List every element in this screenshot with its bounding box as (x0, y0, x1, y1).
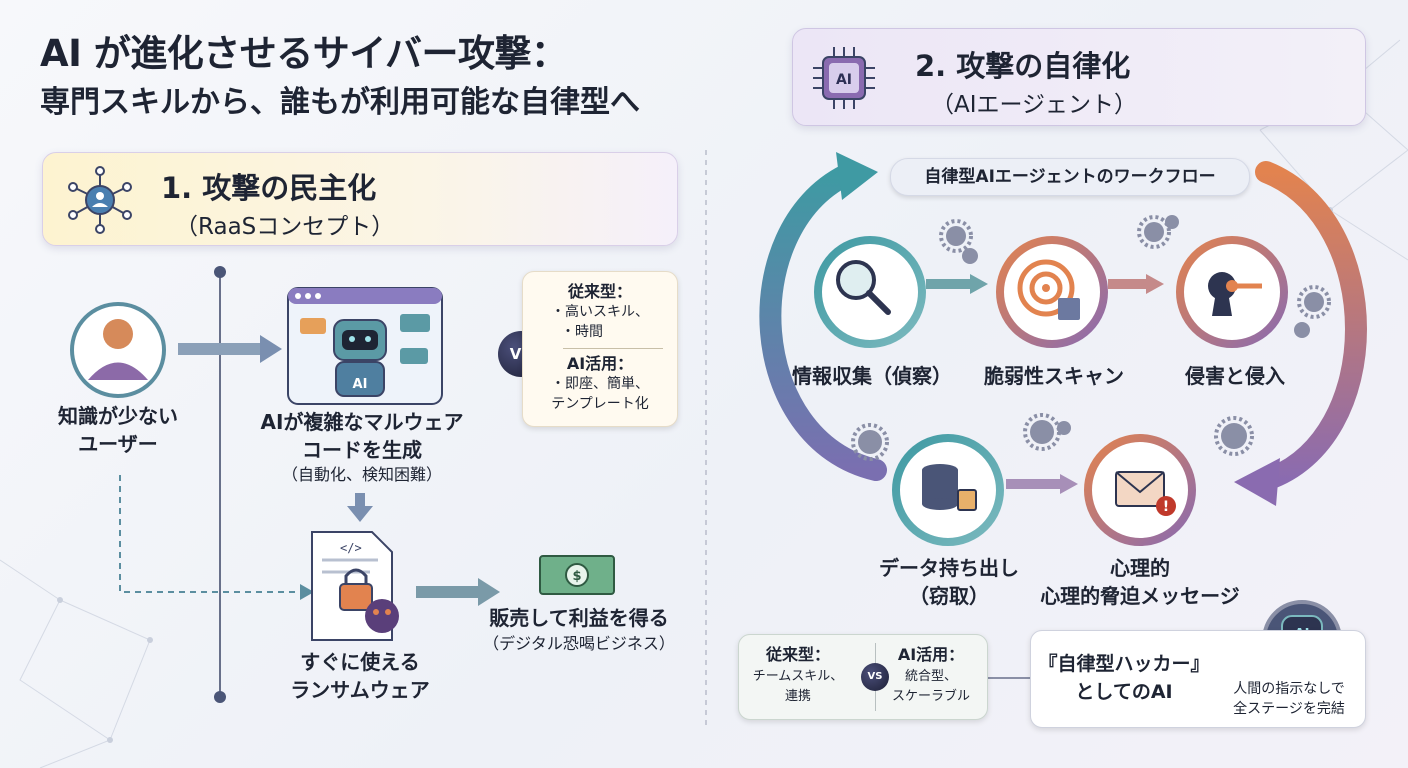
section1-subtitle: （RaaSコンセプト） (175, 214, 395, 240)
step-intrusion-label: 侵害と侵入 (1185, 364, 1285, 388)
compare-divider (563, 348, 663, 349)
ai-label-line2: コードを生成 (302, 438, 422, 462)
ransom-label-line1: すぐに使える (300, 650, 420, 674)
workflow-label: 自律型AIエージェントのワークフロー (890, 158, 1250, 196)
ransom-label-line2: ランサムウェア (290, 678, 430, 702)
vs-badge-agent: VS (861, 663, 889, 691)
recon-magnifier-icon (814, 236, 926, 348)
agent-new-title: AI活用： (897, 645, 965, 664)
hacker-note-1: 人間の指示なしで (1233, 681, 1345, 697)
robot-ai-badge: AI (353, 377, 368, 392)
ai-chip-icon: AI (813, 47, 875, 109)
agent-new-1: 統合型、 (904, 669, 957, 684)
section2-subtitle: （AIエージェント） (931, 92, 1138, 118)
step-recon-label: 情報収集（偵察） (792, 364, 952, 388)
hacker-note-2: 全ステージを完結 (1233, 701, 1345, 717)
raas-diagram-graphics: AI </> $ (70, 266, 615, 703)
step-exfil-label-1: データ持ち出し (879, 556, 1019, 580)
ai-robot-window-icon (287, 287, 443, 405)
svg-text:$: $ (572, 569, 581, 584)
step-psych-label-2: 心理的脅迫メッセージ (1040, 584, 1240, 608)
raas-new-1: ・即座、簡単、 (551, 376, 649, 392)
user-avatar-icon (70, 302, 166, 398)
ransomware-document-icon (311, 531, 399, 641)
intrusion-keyhole-icon (1176, 236, 1288, 348)
section1-header: 1. 攻撃の民主化 （RaaSコンセプト） (42, 152, 678, 246)
hacker-title-1: 『自律型ハッカー』 (1038, 653, 1210, 675)
step-psych-label-1: 心理的 (1110, 556, 1170, 580)
ai-label-note: （自動化、検知困難） (281, 465, 442, 484)
sell-note: （デジタル恐喝ビジネス） (483, 634, 675, 653)
psych-envelope-icon (1084, 434, 1196, 546)
agent-old-1: チームスキル、 (752, 669, 844, 684)
chip-ai-text: AI (836, 72, 852, 88)
section2-header: AI 2. 攻撃の自律化 （AIエージェント） (792, 28, 1366, 126)
user-label-line2: ユーザー (78, 432, 158, 456)
network-user-icon (68, 166, 132, 234)
hacker-title-2: としてのAI (1075, 681, 1173, 703)
code-tag: </> (340, 541, 362, 555)
raas-old-2: ・時間 (561, 324, 603, 340)
ai-label-line1: AIが複雑なマルウェア (260, 410, 464, 434)
raas-old-title: 従来型： (567, 282, 632, 301)
user-label-line1: 知識が少ない (58, 404, 178, 428)
step-scan-label: 脆弱性スキャン (984, 364, 1124, 388)
agent-workflow-graphics: ! AI (759, 152, 1367, 680)
sell-label: 販売して利益を得る (489, 606, 669, 630)
raas-new-2: テンプレート化 (551, 396, 649, 412)
money-bill-icon: $ (539, 555, 615, 595)
scan-target-icon (996, 236, 1108, 348)
section2-title: 2. 攻撃の自律化 (915, 49, 1131, 83)
page-subtitle: 専門スキルから、誰もが利用可能な自律型へ (40, 85, 640, 120)
exfil-database-icon (892, 434, 1004, 546)
agent-old-2: 連携 (784, 689, 811, 704)
agent-new-2: スケーラブル (891, 689, 970, 704)
section1-title: 1. 攻撃の民主化 (161, 171, 377, 205)
raas-compare-box: 従来型： ・高いスキル、 ・時間 AI活用： ・即座、簡単、 テンプレート化 (522, 271, 678, 427)
autonomous-hacker-box: 『自律型ハッカー』 としてのAI 人間の指示なしで 全ステージを完結 (1030, 630, 1366, 728)
agent-old-title: 従来型： (765, 645, 830, 664)
page-title: AI が進化させるサイバー攻撃： (40, 32, 568, 75)
step-exfil-label-2: （窃取） (909, 584, 989, 608)
raas-old-1: ・高いスキル、 (551, 304, 649, 320)
svg-text:!: ! (1163, 499, 1169, 515)
raas-new-title: AI活用： (566, 354, 634, 373)
